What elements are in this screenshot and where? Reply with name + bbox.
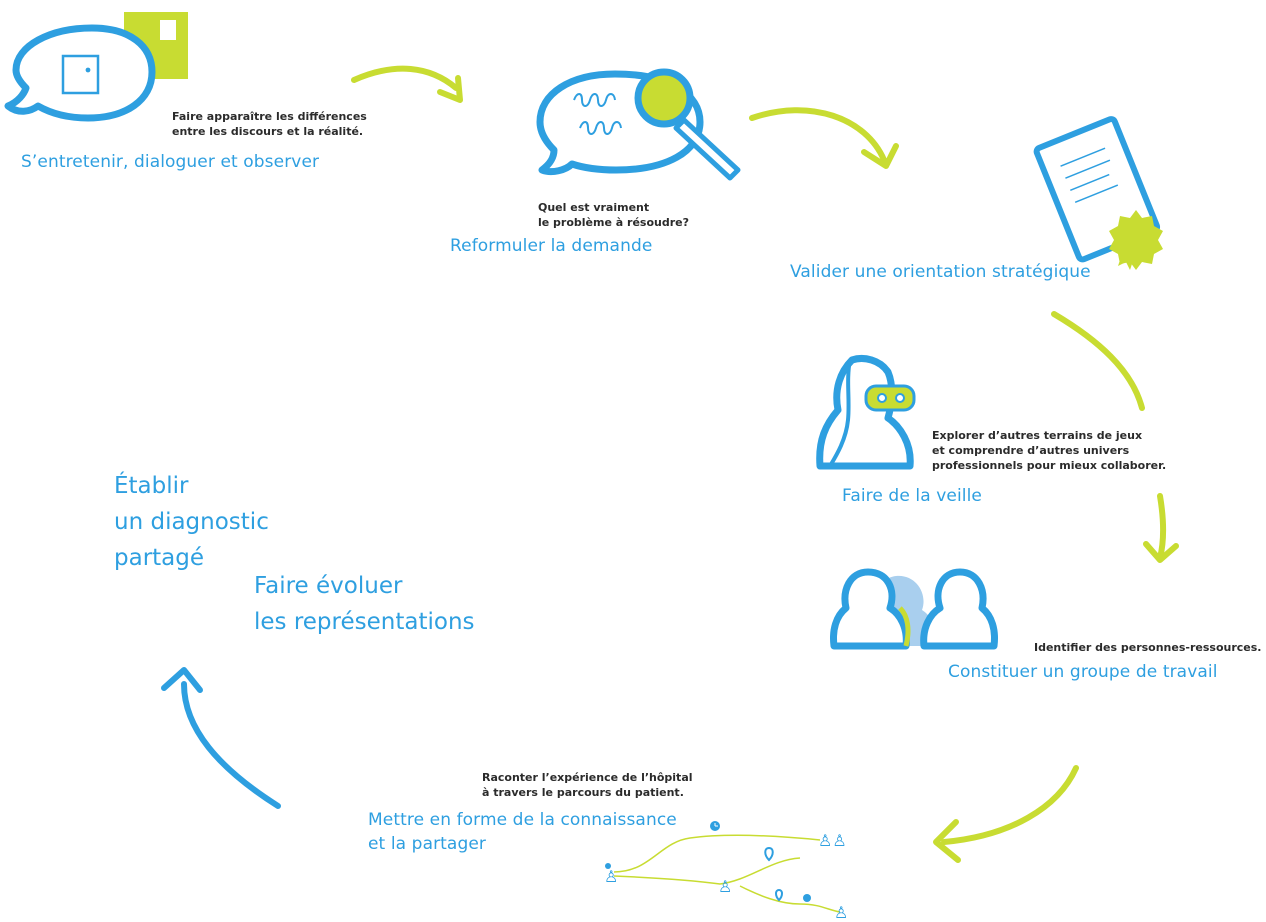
speech-bubble-illustration: [4, 12, 188, 122]
start-dot-icon: [605, 863, 611, 869]
scribble-icon: [573, 93, 616, 107]
location-pin-icon: [775, 888, 783, 902]
frame-dot-icon: [85, 67, 91, 73]
step-5-note: Identifier des personnes-ressources.: [1034, 641, 1262, 654]
white-notch-icon: [160, 20, 176, 40]
step-2-title: Reformuler la demande: [450, 236, 653, 256]
step-2-note: Quel est vraiment le problème à résoudre…: [538, 201, 689, 229]
step-1-note: Faire apparaître les différences entre l…: [172, 110, 367, 138]
seal-ribbon-icon: [1118, 248, 1136, 270]
speech-bubble-icon: [4, 24, 156, 122]
step-1-title: S’entretenir, dialoguer et observer: [21, 152, 320, 172]
step-6-title: Mettre en forme de la connaissance et la…: [368, 810, 677, 854]
person-left-icon: [830, 568, 910, 650]
lime-shadow-icon: [898, 606, 911, 647]
frame-square-icon: [61, 54, 100, 95]
evolve-representations-heading: Faire évoluer les représentations: [254, 573, 475, 635]
step-4-title: Faire de la veille: [842, 486, 982, 506]
person-group-icon: ♙♙: [818, 831, 847, 850]
step-4-note: Explorer d’autres terrains de jeux et co…: [932, 429, 1167, 472]
shared-diagnosis-heading: Établir un diagnostic partagé: [114, 473, 269, 571]
step-6-note: Raconter l’expérience de l’hôpital à tra…: [482, 771, 693, 799]
hair-strand-icon: [828, 359, 852, 468]
person-silhouette-icon: [816, 355, 914, 470]
magnifier-handle-icon: [673, 117, 741, 181]
clock-icon: [803, 894, 811, 902]
magnifier-lens-icon: [634, 68, 694, 128]
person-right-icon: [920, 568, 998, 650]
scribble-icon: [579, 121, 622, 135]
step-5-title: Constituer un groupe de travail: [948, 662, 1218, 682]
patient-start-icon: ♙: [604, 867, 618, 886]
binoculars-icon: [864, 384, 916, 412]
person-node-icon: ♙: [718, 877, 732, 896]
person-node-icon: ♙: [834, 903, 848, 922]
step-3-title: Valider une orientation stratégique: [790, 262, 1091, 282]
location-pin-icon: [764, 846, 774, 862]
journey-path-icon: [613, 834, 821, 873]
